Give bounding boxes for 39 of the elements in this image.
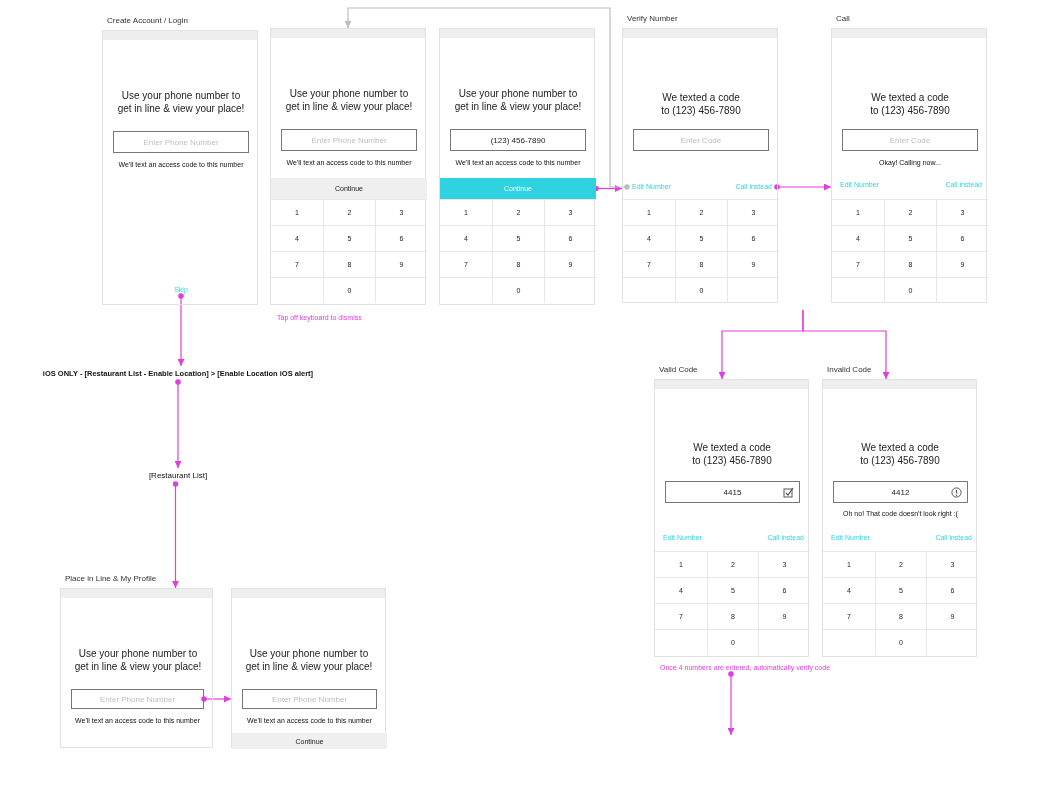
flow-step-text: [Restaurant List] [138,468,218,484]
screen-title: Call [836,14,850,23]
prompt-text: We texted a code to (123) 456-7890 [660,91,742,117]
prompt-text: Use your phone number to get in line & view your place! [284,87,414,113]
keypad-key [926,629,978,655]
keypad-key [727,277,779,303]
prompt-text: Use your phone number to get in line & view your place! [244,647,374,673]
flow-arrow [201,695,232,703]
screen-title: Verify Number [627,14,678,23]
keypad-key [375,277,427,303]
screen-title: Place in Line & My Profile [65,574,157,583]
screen-title: Valid Code [659,365,698,374]
input-field: 4415 [665,481,800,503]
flow-arrow [593,185,623,192]
flow-arrow [172,481,179,589]
prompt-text: Use your phone number to get in line & view your place! [73,647,203,673]
prompt-text: Use your phone number to get in line & view your place! [453,87,583,113]
keypad-key [758,629,810,655]
phone-screen [270,28,426,305]
prompt-text: We texted a code to (123) 456-7890 [691,441,773,467]
input-field: Enter Phone Number [242,689,377,709]
keypad-key [936,277,988,303]
phone-screen [439,28,595,305]
phone-screen [231,588,386,748]
flow-arrow [774,183,832,191]
flow-arrow [344,7,630,190]
input-field: (123) 456-7890 [450,129,586,151]
screen-title: Invalid Code [827,365,872,374]
flow-arrow [174,379,182,469]
flow-arrow [727,671,735,736]
flow-arrow [177,293,185,367]
keypad-key [544,277,596,303]
flow-arrow [802,309,890,380]
prompt-text: We texted a code to (123) 456-7890 [869,91,951,117]
prompt-text: Use your phone number to get in line & view your place! [116,89,246,115]
input-field: 4412 [833,481,968,503]
input-field: Enter Phone Number [71,689,204,709]
prompt-text: We texted a code to (123) 456-7890 [859,441,941,467]
screen-title: Create Account / Login [107,16,188,25]
